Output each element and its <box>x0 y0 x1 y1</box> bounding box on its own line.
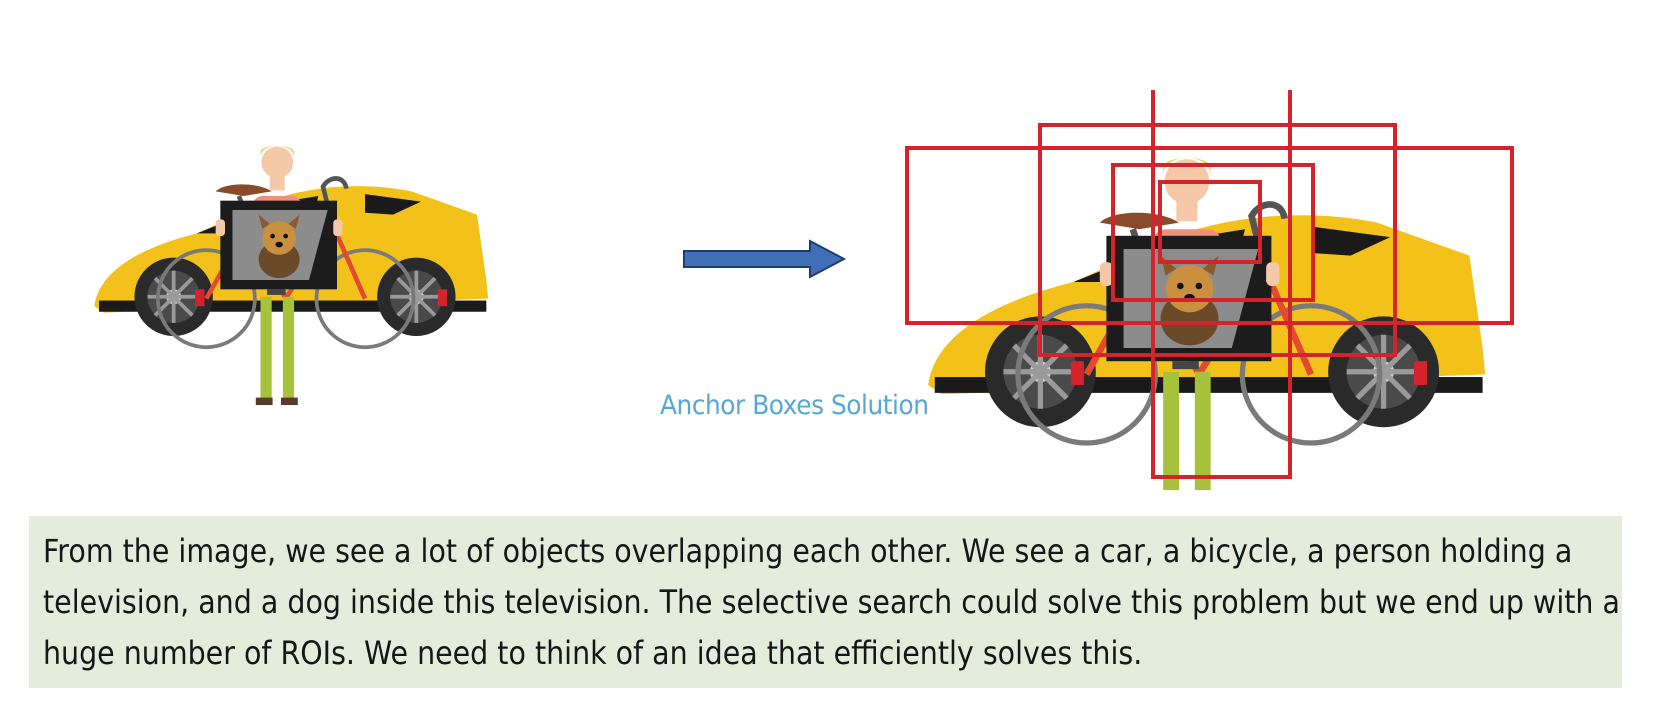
anchor-box-bicycle <box>1038 123 1397 357</box>
anchor-box-car <box>905 146 1514 325</box>
anchor-boxes <box>905 90 1514 479</box>
anchor-box-television <box>1111 163 1315 302</box>
anchor-box-dog <box>1158 180 1262 264</box>
diagram-caption: Anchor Boxes Solution <box>660 390 929 421</box>
right-arrow <box>683 239 847 279</box>
original-scene-illustration <box>85 140 505 420</box>
description-text: From the image, we see a lot of objects … <box>43 532 1620 672</box>
anchor-boxes-scene-illustration <box>905 90 1514 490</box>
anchor-box-person <box>1151 90 1292 479</box>
description-panel: From the image, we see a lot of objects … <box>29 516 1622 688</box>
